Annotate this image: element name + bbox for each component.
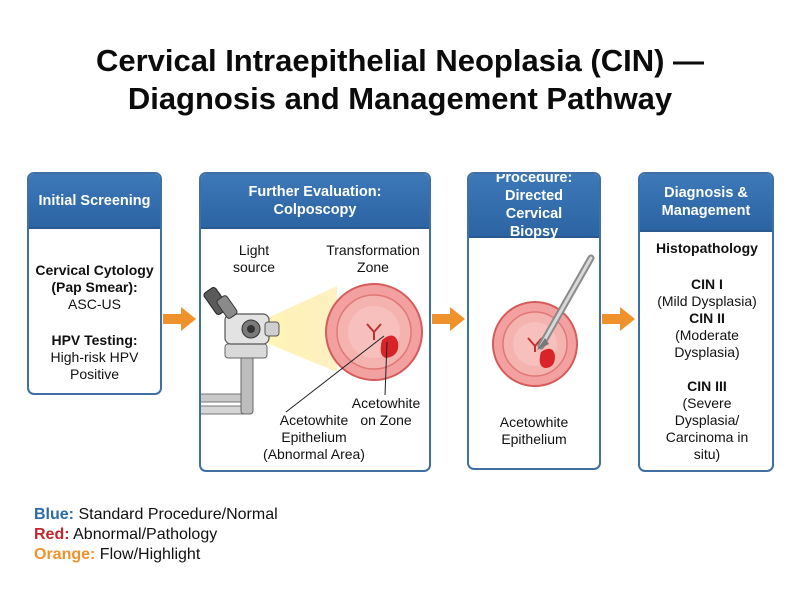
flow-arrow-icon (602, 307, 635, 331)
title-line-1: Cervical Intraepithelial Neoplasia (CIN)… (95, 43, 705, 78)
flow-arrow-icon (432, 307, 465, 331)
panel-header-diagnosis: Diagnosis & Management (640, 174, 772, 232)
legend-text-blue: Standard Procedure/Normal (74, 506, 278, 523)
cin2-desc: (Moderate Dysplasia) (674, 327, 740, 360)
cin2-label: CIN II (689, 310, 725, 326)
panel-header-initial-screening: Initial Screening (29, 174, 160, 229)
panel-header-colposcopy: Further Evaluation: Colposcopy (201, 174, 429, 229)
label-transformation-zone: Transformation Zone (326, 242, 420, 275)
colposcope-icon (201, 287, 280, 415)
cin3-label: CIN III (687, 378, 727, 394)
panel-initial-screening: Initial Screening Cervical Cytology (Pap… (27, 172, 162, 395)
panel-header-text: Initial Screening (38, 192, 151, 209)
cytology-label: Cervical Cytology (Pap Smear): (35, 262, 154, 295)
panel-header-biopsy: Procedure: Directed Cervical Biopsy (469, 172, 599, 240)
cin1-desc: (Mild Dysplasia) (657, 293, 757, 309)
label-acetowhite-zone: Acetowhite on Zone (351, 395, 421, 428)
legend-item-red: Red: Abnormal/Pathology (34, 525, 278, 545)
panel-colposcopy: Further Evaluation: Colposcopy Li (199, 172, 431, 472)
cin3-desc: (Severe Dysplasia/ Carcinoma in situ) (665, 395, 749, 462)
hpv-label: HPV Testing: (51, 332, 138, 348)
panel-header-line-2: Management (661, 203, 751, 219)
panel-header-line-3: Biopsy (509, 224, 559, 240)
panel-header-line-2: Colposcopy (273, 201, 357, 218)
panel-diagnosis: Diagnosis & Management Histopathology CI… (638, 172, 774, 472)
cytology-value: ASC-US (68, 296, 121, 312)
label-biopsy-acetowhite: Acetowhite Epithelium (499, 414, 569, 447)
leader-lines (285, 335, 388, 413)
flow-arrow-icon (163, 307, 196, 331)
histopathology-label: Histopathology (656, 240, 758, 256)
legend-key-red: Red: (34, 526, 70, 543)
light-beam (259, 286, 337, 372)
legend-text-orange: Flow/Highlight (95, 546, 201, 563)
legend-key-blue: Blue: (34, 506, 74, 523)
cin1-label: CIN I (691, 276, 723, 292)
panel-header-line-1: Procedure: (495, 172, 573, 186)
title-line-2: Diagnosis and Management Pathway (127, 81, 673, 116)
biopsy-forceps-icon (537, 254, 595, 350)
panel-biopsy: Procedure: Directed Cervical Biopsy Acet… (467, 172, 601, 470)
legend: Blue: Standard Procedure/Normal Red: Abn… (34, 505, 278, 565)
legend-item-blue: Blue: Standard Procedure/Normal (34, 505, 278, 525)
page-title: Cervical Intraepithelial Neoplasia (CIN)… (0, 42, 800, 118)
panel-header-line-1: Further Evaluation: (248, 183, 382, 200)
panel-header-line-2: Directed Cervical (504, 188, 564, 222)
legend-key-orange: Orange: (34, 546, 96, 563)
cervix-biopsy-icon (492, 254, 595, 387)
label-light-source: Light source (232, 242, 276, 275)
legend-text-red: Abnormal/Pathology (69, 526, 218, 543)
hpv-value: High-risk HPV Positive (50, 349, 139, 382)
panel-header-line-1: Diagnosis & (664, 185, 748, 201)
legend-item-orange: Orange: Flow/Highlight (34, 545, 278, 565)
label-acetowhite-epithelium: Acetowhite Epithelium (Abnormal Area) (263, 412, 365, 462)
